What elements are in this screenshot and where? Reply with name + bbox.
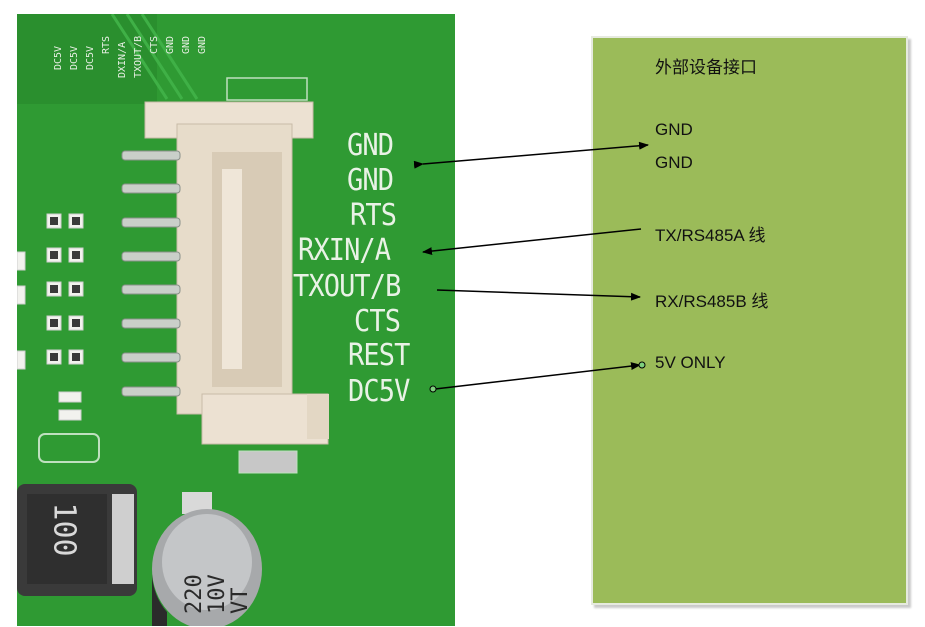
inductor-marking: 100 — [46, 502, 82, 557]
silk-label: RTS — [101, 35, 112, 54]
pin-label-gnd-1: GND — [347, 128, 394, 163]
connector — [144, 101, 329, 445]
panel-item-gnd-2: GND — [655, 153, 693, 172]
interface-panel: 外部设备接口 GND GND TX/RS485A 线 RX/RS485B 线 5… — [591, 36, 908, 605]
silk-label: DC5V — [53, 45, 64, 70]
silk-label: DXIN/A — [117, 41, 128, 78]
panel-item-5v: 5V ONLY — [655, 353, 726, 372]
panel-title: 外部设备接口 — [655, 58, 757, 78]
panel-item-gnd-1: GND — [655, 120, 693, 139]
pin-label-gnd-2: GND — [347, 163, 394, 198]
silk-label: TXOUT/B — [133, 35, 144, 78]
silk-label: GND — [165, 35, 176, 54]
panel-item-rx: RX/RS485B 线 — [655, 292, 769, 311]
pin-label-rts: RTS — [350, 198, 397, 233]
pin-label-txout: TXOUT/B — [293, 269, 401, 304]
pin-label-dc5v: DC5V — [348, 374, 410, 409]
pin-label-rest: REST — [348, 338, 410, 373]
silk-label: DC5V — [69, 45, 80, 70]
capacitor — [152, 492, 262, 626]
inductor — [17, 484, 137, 596]
silk-label: DC5V — [85, 45, 96, 70]
pin-label-rxin: RXIN/A — [298, 233, 391, 268]
silk-label: CTS — [149, 35, 160, 54]
silk-label: GND — [181, 35, 192, 54]
capacitor-marking-line: 220 — [182, 574, 207, 614]
pcb-photo: DC5V DC5V DC5V RTS DXIN/A TXOUT/B CTS GN… — [17, 14, 455, 626]
panel-item-tx: TX/RS485A 线 — [655, 226, 766, 245]
capacitor-marking-line: 10V — [205, 574, 230, 614]
pcb-drawing — [17, 14, 455, 626]
capacitor-marking-line: VT — [228, 587, 253, 615]
silk-label: GND — [197, 35, 208, 54]
pin-label-cts: CTS — [354, 304, 401, 339]
